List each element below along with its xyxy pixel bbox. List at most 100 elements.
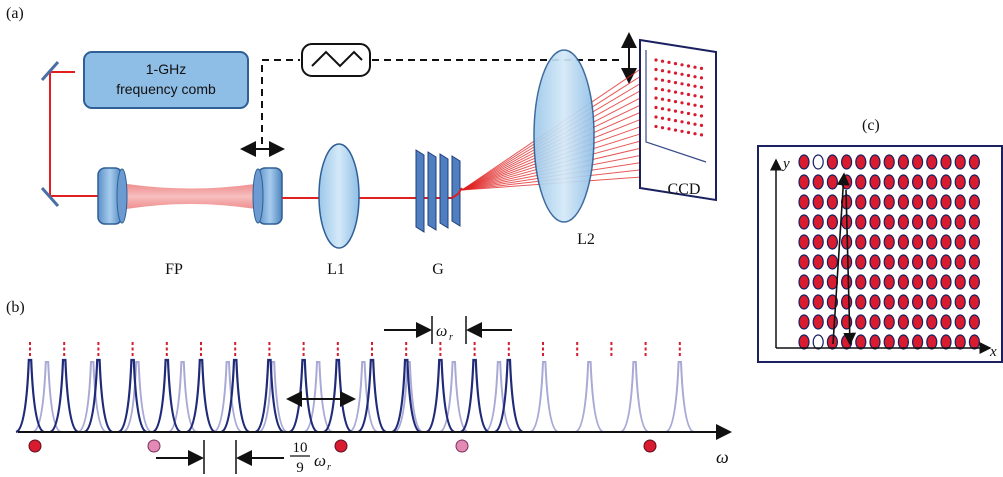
filled-spot bbox=[798, 274, 810, 290]
filled-spot bbox=[940, 314, 952, 330]
filled-spot bbox=[855, 194, 867, 210]
filled-spot bbox=[798, 234, 810, 250]
filled-spot bbox=[911, 154, 924, 170]
filled-spot bbox=[926, 234, 938, 250]
fp-mirror-right bbox=[252, 167, 283, 225]
filled-spot bbox=[940, 174, 952, 190]
filled-spot bbox=[940, 334, 952, 350]
filled-spot bbox=[826, 214, 839, 230]
filled-spot bbox=[840, 254, 853, 270]
fraction-denominator: 9 bbox=[296, 460, 304, 476]
filled-spot bbox=[869, 294, 881, 310]
ccd-spot bbox=[660, 107, 665, 111]
filled-spot bbox=[926, 194, 938, 210]
filled-spot bbox=[954, 174, 966, 190]
omega-r-label: ω bbox=[436, 323, 447, 340]
filled-spot bbox=[954, 294, 966, 310]
panel-b: (b) ω ω r 10 9 bbox=[6, 299, 732, 476]
omega-r-sub: r bbox=[449, 332, 453, 343]
ccd-spot bbox=[667, 79, 671, 83]
filled-spot bbox=[855, 294, 867, 310]
fp-mirror-left bbox=[97, 167, 128, 225]
filled-spot bbox=[883, 234, 895, 250]
filled-spot bbox=[926, 334, 938, 350]
ccd-spot bbox=[699, 66, 704, 70]
input-beam bbox=[49, 71, 110, 197]
filled-spot bbox=[911, 294, 924, 310]
ccd-spot bbox=[673, 109, 678, 113]
filled-spot bbox=[869, 174, 881, 190]
ccd-spot bbox=[693, 113, 697, 117]
ccd-spot bbox=[667, 70, 671, 74]
ccd-spot bbox=[673, 100, 678, 104]
filled-spot bbox=[798, 214, 810, 230]
filled-spot bbox=[954, 254, 966, 270]
filled-spot bbox=[954, 274, 966, 290]
dark-peak bbox=[391, 358, 421, 434]
filled-spot bbox=[968, 174, 981, 190]
panel-c: (c) y x bbox=[757, 117, 1003, 363]
filled-spot bbox=[855, 254, 867, 270]
dark-peak bbox=[357, 358, 387, 434]
filled-spot bbox=[940, 214, 952, 230]
filled-spot bbox=[968, 194, 981, 210]
filled-spot bbox=[954, 234, 966, 250]
filled-spot bbox=[968, 154, 981, 170]
filter-markers bbox=[29, 342, 681, 358]
filled-spot bbox=[940, 154, 952, 170]
filled-spot bbox=[954, 214, 966, 230]
filled-spot bbox=[883, 214, 895, 230]
grating-plate bbox=[415, 149, 425, 233]
light-peak bbox=[394, 361, 424, 433]
filled-spot bbox=[855, 334, 867, 350]
filled-spot bbox=[940, 194, 952, 210]
light-peak bbox=[439, 361, 469, 433]
ccd-spot bbox=[680, 72, 684, 76]
panel-a: (a) 1-GHz frequency comb bbox=[6, 5, 717, 278]
light-peak bbox=[258, 361, 288, 433]
ccd-spot bbox=[680, 101, 684, 105]
ccd-spot bbox=[673, 90, 678, 94]
fraction-numerator: 10 bbox=[293, 440, 308, 456]
open-spot bbox=[812, 334, 824, 350]
filled-spot bbox=[911, 254, 924, 270]
filled-spot bbox=[869, 254, 881, 270]
filled-spot bbox=[812, 214, 824, 230]
ccd-spot bbox=[686, 130, 691, 135]
filled-spot bbox=[883, 254, 895, 270]
ccd-spot bbox=[660, 126, 665, 130]
light-peak bbox=[348, 361, 378, 433]
filled-spot bbox=[954, 334, 966, 350]
fold-mirror-top bbox=[40, 61, 60, 81]
filled-spot bbox=[897, 154, 910, 170]
dark-peak bbox=[15, 358, 45, 434]
ccd-spot bbox=[693, 132, 697, 136]
filled-spot bbox=[968, 274, 981, 290]
dark-peak bbox=[220, 358, 250, 434]
filled-spot bbox=[869, 314, 881, 330]
filled-spot bbox=[968, 234, 981, 250]
dark-peak bbox=[83, 358, 113, 434]
filled-spot bbox=[954, 154, 966, 170]
filled-spot bbox=[940, 274, 952, 290]
fraction-omega: ω bbox=[314, 451, 326, 470]
filled-spot bbox=[954, 194, 966, 210]
light-peak bbox=[484, 361, 514, 433]
ccd-spot bbox=[654, 96, 658, 100]
filled-spot bbox=[840, 154, 853, 170]
light-peak bbox=[213, 361, 243, 433]
filled-spot bbox=[812, 174, 824, 190]
filled-spot bbox=[940, 234, 952, 250]
ccd-spot bbox=[699, 133, 704, 137]
filled-spot bbox=[840, 294, 853, 310]
filled-spot bbox=[883, 174, 895, 190]
grating-g bbox=[415, 149, 463, 233]
ccd-spot bbox=[654, 115, 658, 119]
filled-spot bbox=[897, 214, 910, 230]
ccd-spot bbox=[660, 78, 665, 82]
filled-spot bbox=[926, 174, 938, 190]
filled-spot bbox=[869, 334, 881, 350]
filled-spot bbox=[940, 254, 952, 270]
l1-label: L1 bbox=[327, 261, 345, 278]
filled-spot bbox=[812, 254, 824, 270]
